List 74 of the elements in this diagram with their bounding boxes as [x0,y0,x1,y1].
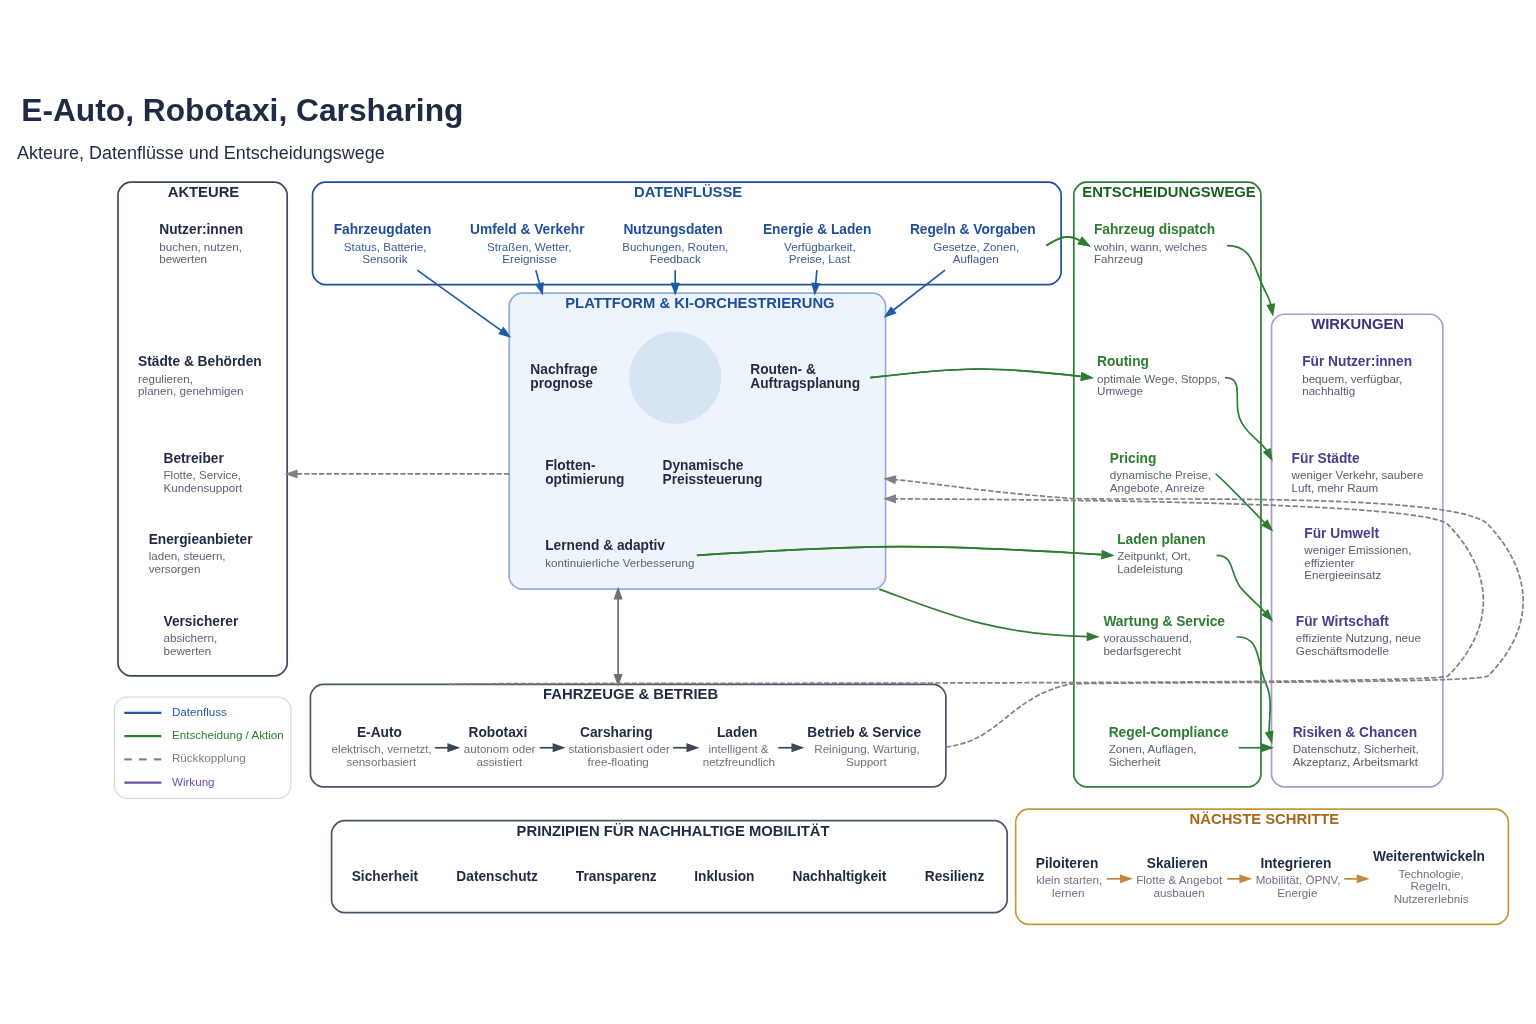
arrow [696,545,1115,559]
arrow [811,268,821,296]
arrow [1237,742,1275,752]
node-text: Carsharing stationsbasiert oder free-floating [568,724,670,768]
arrow [777,742,805,752]
node-text: Regeln & Vorgaben Gesetze, Zonen, Auflagen [909,221,1036,265]
node-text: Betreiber Flotte, Service, Kundensupport [163,450,243,494]
label: Akteure, Datenflüsse und Entscheidungswege [17,142,385,163]
node-text: Nutzungsdaten Buchungen, Routen, Feedback [622,221,729,265]
node-text: Nutzer:innen buchen, nutzen, bewerten [159,221,244,265]
diagram-title: E-Auto, Robotaxi, Carsharing [21,91,464,128]
node-text: Laden planen Zeitpunkt, Ort, Ladeleistung [1117,531,1206,575]
arrow [1224,376,1273,461]
node-text: E-Auto elektrisch, vernetzt, sensorbasiert [331,724,432,768]
node-text: Energieanbieter laden, steuern, versorgen [148,531,253,575]
node-text: Sicherheit [351,868,419,884]
node-text: Piloiteren klein starten, lernen [1035,855,1103,899]
node-text: Wartung & Service vorausschauend, bedarfsgerecht [1103,613,1226,656]
node-text: Flotten- optimierung [545,457,625,487]
arrow [1226,873,1253,883]
legend-label: Rückkopplung [171,750,246,764]
arrow [613,586,623,687]
node-text: Für Nutzer:innen bequem, verfügbar, nachhaltig [1302,353,1413,397]
arrow [1235,635,1274,744]
node-text: Routing optimale Wege, Stopps, Umwege [1097,353,1221,397]
node-circle [629,331,722,424]
arrow [1105,873,1133,883]
arrow [1226,244,1276,317]
arrow [878,587,1100,641]
node-text: Städte & Behörden regulieren, planen, genehmigen [138,353,262,397]
node-text: Für Wirtschaft effiziente Nutzung, neue Geschäftsmodelle [1295,613,1422,656]
node-text: Umfeld & Verkehr Straßen, Wetter, Ereignisse [470,221,585,265]
arrow [446,493,1485,685]
node-text: Versicherer absichern, bewerten [163,613,239,656]
legend-label: Wirkung [171,774,215,788]
node-text: Dynamische Preissteuerung [662,457,763,487]
arrow [538,742,566,752]
node-text: Resilienz [924,868,985,884]
node-text: Weiterentwickeln Technologie, Regeln, Nutzererlebnis [1373,848,1485,905]
node-text: Nachfrage prognose [530,361,598,391]
arrow [1045,235,1091,247]
arrow [534,268,544,296]
legend-label: Entscheidung / Aktion [171,727,284,741]
node-text: Regel-Compliance Zonen, Auflagen, Sicherheit [1108,724,1229,768]
node-text: Für Städte weniger Verkehr, saubere Luft, mehr Raum [1291,450,1424,494]
node-text: Laden intelligent & netzfreundlich [702,724,776,768]
node-text: Routen- & Auftragsplanung [750,361,861,391]
node-text: Fahrzeugdaten Status, Batterie, Sensorik [333,221,432,265]
arrow [433,742,461,752]
node-text: Betrieb & Service Reinigung, Wartung, Support [807,724,922,768]
arrow [284,468,511,478]
arrow [883,474,1524,748]
arrow [416,268,512,338]
arrow [670,268,680,296]
node-text: Integrieren Mobilität, ÖPNV, Energie [1255,855,1341,899]
node-text: Energie & Laden Verfügbarkeit, Preise, Last [762,221,872,265]
node-text: Für Umwelt weniger Emissionen, effizienter Energieeinsatz [1304,525,1412,581]
arrow [1215,553,1274,622]
arrow [1343,873,1370,883]
node-text: Skalieren Flotte & Angebot ausbauen [1136,855,1223,899]
arrow [883,268,946,318]
node-text: Datenschutz [456,868,539,884]
node-text: Risiken & Chancen Datenschutz, Sicherheit, Akzeptanz, Arbeitsmarkt [1292,724,1419,768]
legend-label: Datenfluss [171,704,227,718]
node-text: Robotaxi autonom oder assistiert [463,724,536,768]
node-text: Inklusion [694,868,755,884]
node-text: Fahrzeug dispatch wohin, wann, welches Fahrzeug [1093,221,1216,265]
node-text: Pricing dynamische Preise, Angebote, Anreize [1109,450,1212,494]
node-text: Nachhaltigkeit [792,868,887,884]
arrow [672,742,700,752]
arrow [869,367,1094,381]
node-text: Transparenz [575,868,657,884]
arrow [1214,472,1274,532]
node-text: Lernend & adaptiv kontinuierliche Verbesserung [545,537,695,569]
